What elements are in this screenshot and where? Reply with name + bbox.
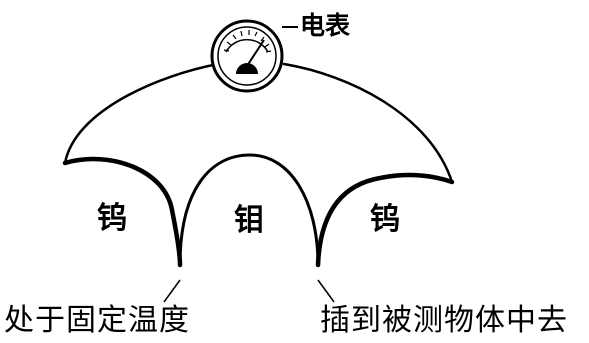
molybdenum-wire <box>178 153 320 267</box>
galvanometer-icon <box>210 19 284 93</box>
left-wire-label: 钨 <box>97 201 127 236</box>
right-wire-label: 钨 <box>370 202 400 237</box>
left-junction-leader <box>163 279 181 303</box>
meter-label: 电表 <box>300 11 351 40</box>
middle-wire-label: 钼 <box>234 203 264 238</box>
right-junction-label: 插到被测物体中去 <box>320 303 568 338</box>
upper-arch-wire <box>63 62 454 184</box>
right-tungsten-wire <box>315 172 455 268</box>
left-junction-label: 处于固定温度 <box>4 303 190 338</box>
right-junction-leader <box>317 279 335 303</box>
